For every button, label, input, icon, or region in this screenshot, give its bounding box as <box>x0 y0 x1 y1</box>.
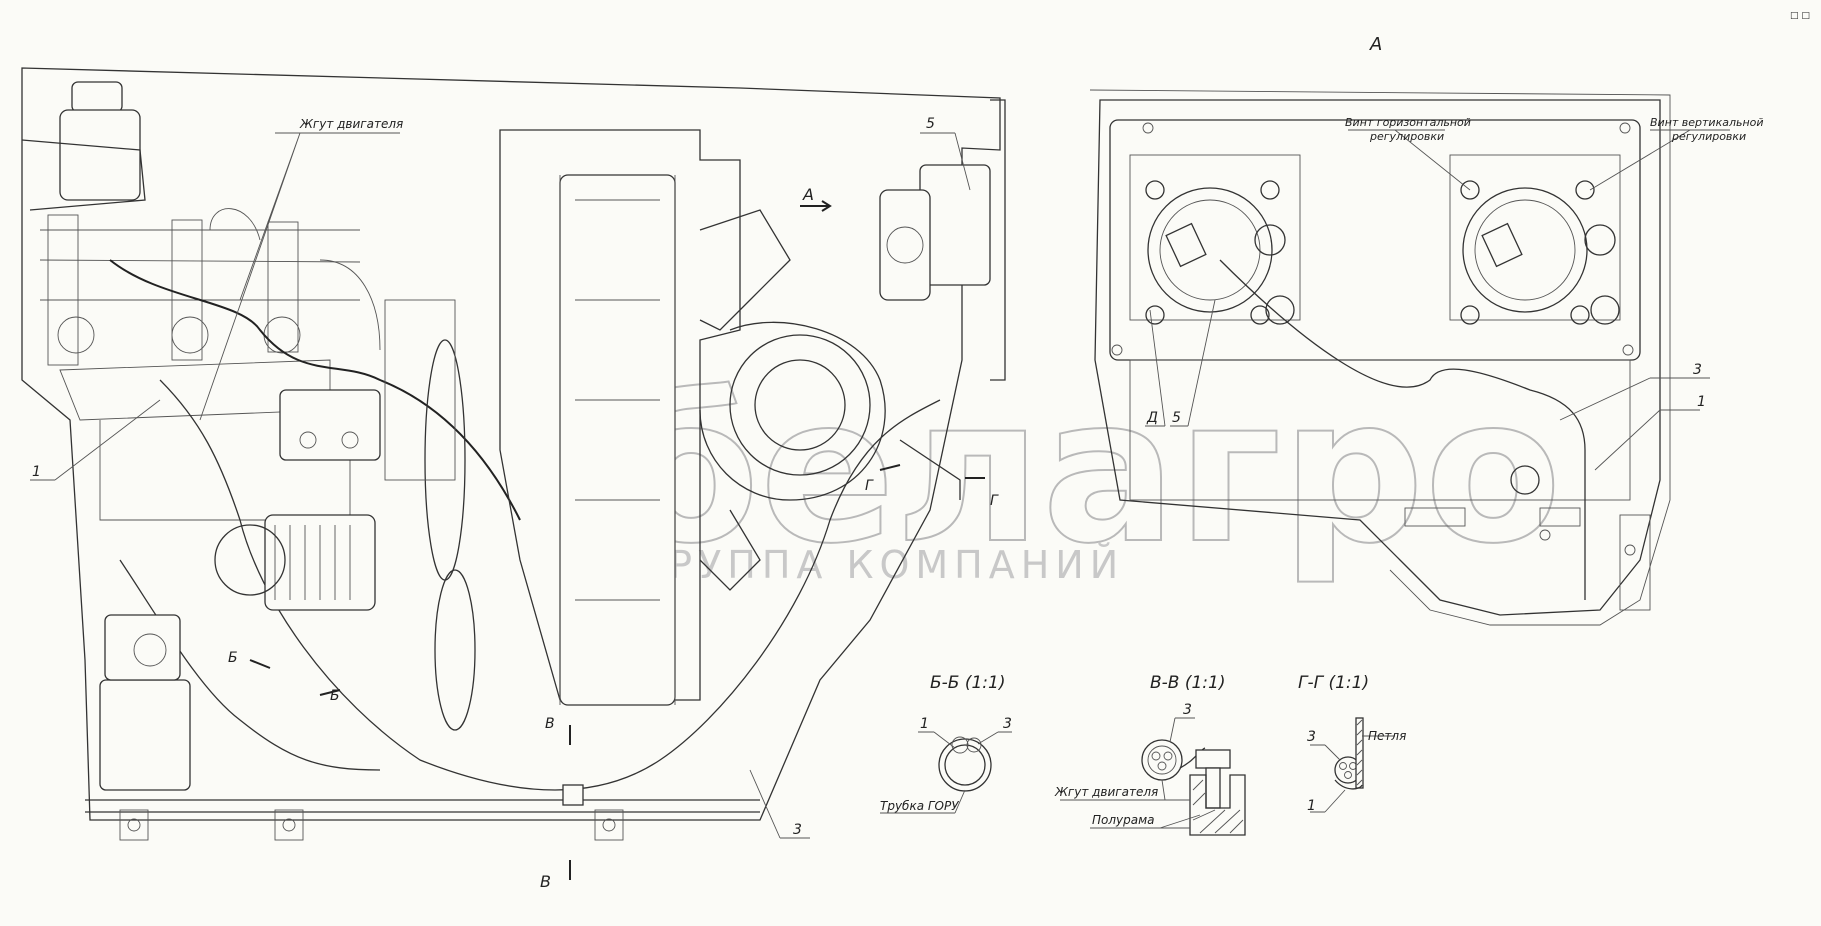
section-vv-title: В-В (1:1) <box>1150 673 1226 693</box>
callout-5-main: 5 <box>926 116 935 132</box>
watermark: белагро ГРУППА КОМПАНИЙ <box>619 354 1563 589</box>
view-a-title: A <box>1369 34 1382 55</box>
section-gg-title: Г-Г (1:1) <box>1298 673 1369 693</box>
watermark-subtitle: ГРУППА КОМПАНИЙ <box>640 543 1124 587</box>
section-vv-frame: Полурама <box>1092 813 1155 827</box>
section-gg-c3: 3 <box>1307 729 1316 745</box>
harness-engine-label: Жгут двигателя <box>299 117 403 131</box>
section-vv-c3: 3 <box>1183 702 1192 718</box>
section-bb <box>880 731 1012 814</box>
callout-3-view-a: 3 <box>1693 362 1702 378</box>
section-g-mark-2: Г <box>990 493 999 509</box>
section-g-mark-1: Г <box>865 478 874 494</box>
section-vv <box>1060 717 1246 836</box>
section-gg-c1: 1 <box>1307 798 1316 814</box>
section-b-mark-1: Б <box>228 650 238 666</box>
section-bb-c3: 3 <box>1003 716 1012 732</box>
screw-horizontal-label-2: регулировки <box>1369 130 1444 143</box>
section-bb-tube: Трубка ГОРУ <box>880 799 959 813</box>
callout-d-view-a: Д <box>1146 410 1158 426</box>
section-vv-harness: Жгут двигателя <box>1054 785 1158 799</box>
engine-view <box>21 67 1006 880</box>
callout-5-view-a: 5 <box>1172 410 1181 426</box>
section-v-mark-1: В <box>545 716 555 732</box>
arrow-a-label: А <box>802 185 814 204</box>
section-gg <box>1310 717 1395 813</box>
callout-3-main: 3 <box>793 822 802 838</box>
section-bb-title: Б-Б (1:1) <box>930 673 1006 693</box>
section-gg-loop: Петля <box>1368 729 1406 743</box>
section-b-mark-2: Б <box>330 688 340 704</box>
callout-1-main: 1 <box>32 464 41 480</box>
section-bb-c1: 1 <box>920 716 929 732</box>
corner-note: □ □ <box>1790 11 1810 21</box>
screw-vertical-label-1: Винт вертикальной <box>1650 116 1764 129</box>
screw-horizontal-label-1: Винт горизонтальной <box>1345 116 1471 129</box>
screw-vertical-label-2: регулировки <box>1671 130 1746 143</box>
view-a <box>1089 89 1730 626</box>
callout-1-view-a: 1 <box>1697 394 1706 410</box>
section-v-mark-2: В <box>540 872 551 891</box>
